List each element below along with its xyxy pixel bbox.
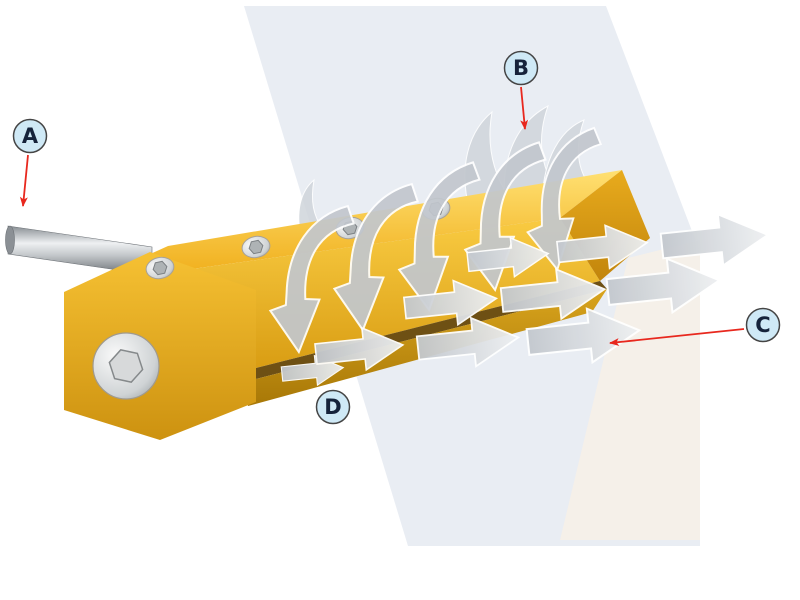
hex-screw-icon [145, 256, 175, 280]
hex-bolt-icon [92, 332, 160, 400]
callout-a-circle [12, 118, 48, 154]
callout-b: B [503, 50, 539, 86]
callout-b-label: B [513, 56, 529, 80]
callout-d-circle [315, 389, 351, 425]
callout-d-label: D [324, 395, 341, 419]
hex-screw-icon [241, 235, 271, 259]
callout-c-label: C [755, 313, 770, 337]
callout-d: D [315, 389, 351, 425]
callouts: A B C D [12, 50, 781, 425]
pointer-arrow-c [609, 328, 745, 347]
callout-a: A [12, 118, 48, 154]
callout-c-circle [745, 307, 781, 343]
tube-end-cap [5, 225, 15, 255]
pointer-arrow-b [520, 86, 529, 130]
background-band-warm [560, 240, 700, 540]
callout-a-label: A [22, 124, 39, 148]
pointer-arrow-a [19, 154, 29, 207]
pointer-arrows [19, 86, 745, 347]
air-knife-left-block [64, 252, 256, 440]
callout-b-circle [503, 50, 539, 86]
callout-c: C [745, 307, 781, 343]
